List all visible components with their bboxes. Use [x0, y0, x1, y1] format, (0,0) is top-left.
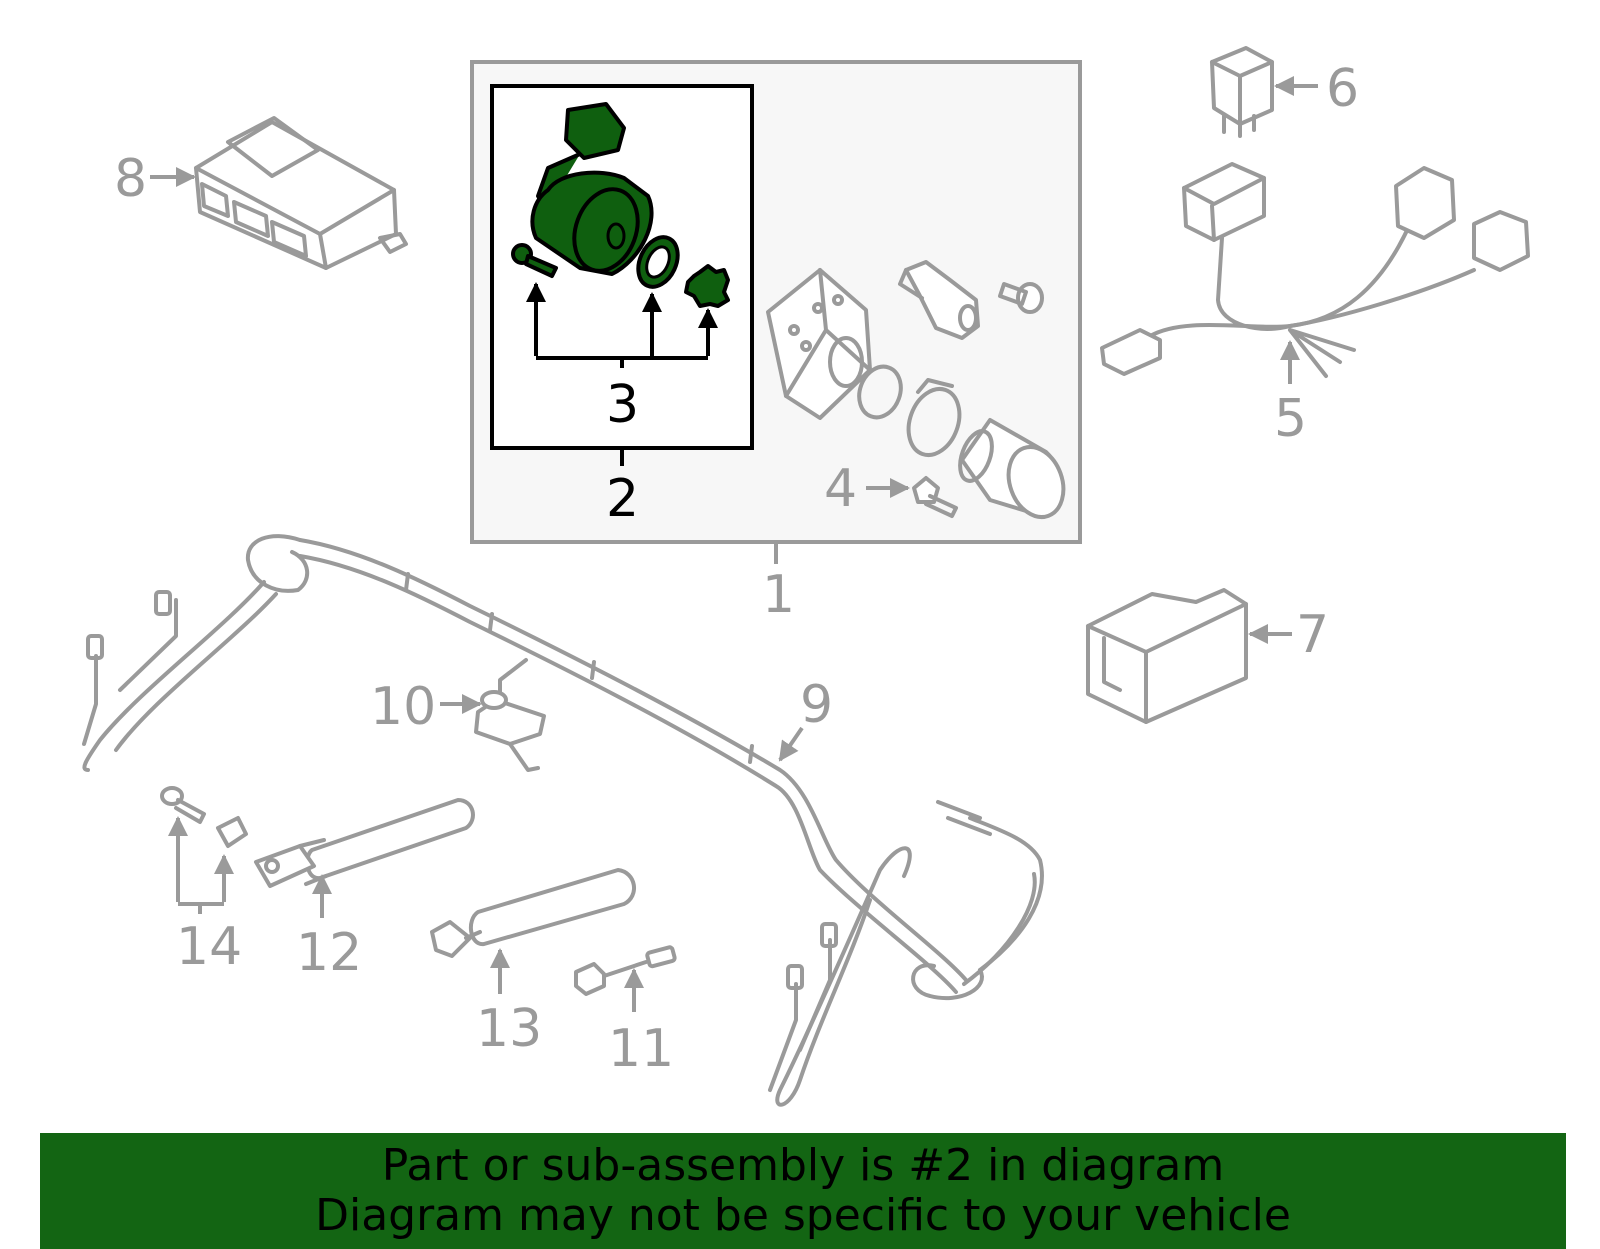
banner-line-1: Part or sub-assembly is #2 in diagram [381, 1140, 1225, 1191]
pin-14[interactable] [160, 786, 248, 848]
highlighted-motor[interactable] [530, 102, 654, 280]
strut-13[interactable] [430, 868, 636, 958]
callout-12: 12 [296, 923, 362, 983]
callout-9: 9 [800, 675, 833, 735]
oring[interactable] [852, 361, 907, 424]
callout-1: 1 [762, 565, 795, 625]
leader-3 [526, 282, 718, 368]
relay-6[interactable] [1210, 46, 1274, 138]
bolt-top[interactable] [998, 282, 1044, 314]
strut-12[interactable] [254, 798, 475, 888]
sensor-11[interactable] [574, 945, 677, 996]
callout-3: 3 [606, 375, 639, 435]
callout-7: 7 [1296, 605, 1329, 665]
hose-clamp[interactable] [900, 378, 968, 462]
main-harness-9[interactable] [82, 534, 1044, 1107]
callout-8: 8 [114, 149, 147, 209]
callout-11: 11 [608, 1019, 674, 1079]
control-module-8[interactable] [194, 116, 408, 270]
callout-14: 14 [176, 917, 242, 977]
bolt-4[interactable] [912, 476, 958, 518]
module-7[interactable] [1086, 588, 1248, 724]
valve-block[interactable] [766, 268, 872, 420]
wire-harness-5[interactable] [1100, 162, 1530, 378]
bracket-10[interactable] [474, 658, 546, 772]
sensor[interactable] [898, 260, 980, 340]
highlighted-gear[interactable] [684, 264, 730, 308]
leader-9 [778, 726, 804, 762]
callout-10: 10 [370, 677, 436, 737]
banner-line-2: Diagram may not be specific to your vehi… [315, 1190, 1291, 1241]
callout-13: 13 [476, 999, 542, 1059]
highlighted-screw[interactable] [511, 243, 558, 278]
callout-5: 5 [1274, 389, 1307, 449]
callout-6: 6 [1326, 59, 1359, 119]
pump-motor[interactable] [954, 418, 1073, 525]
callout-4: 4 [824, 459, 857, 519]
callout-2: 2 [606, 469, 639, 529]
leader-14 [168, 816, 234, 914]
info-banner: Part or sub-assembly is #2 in diagram Di… [40, 1133, 1566, 1249]
